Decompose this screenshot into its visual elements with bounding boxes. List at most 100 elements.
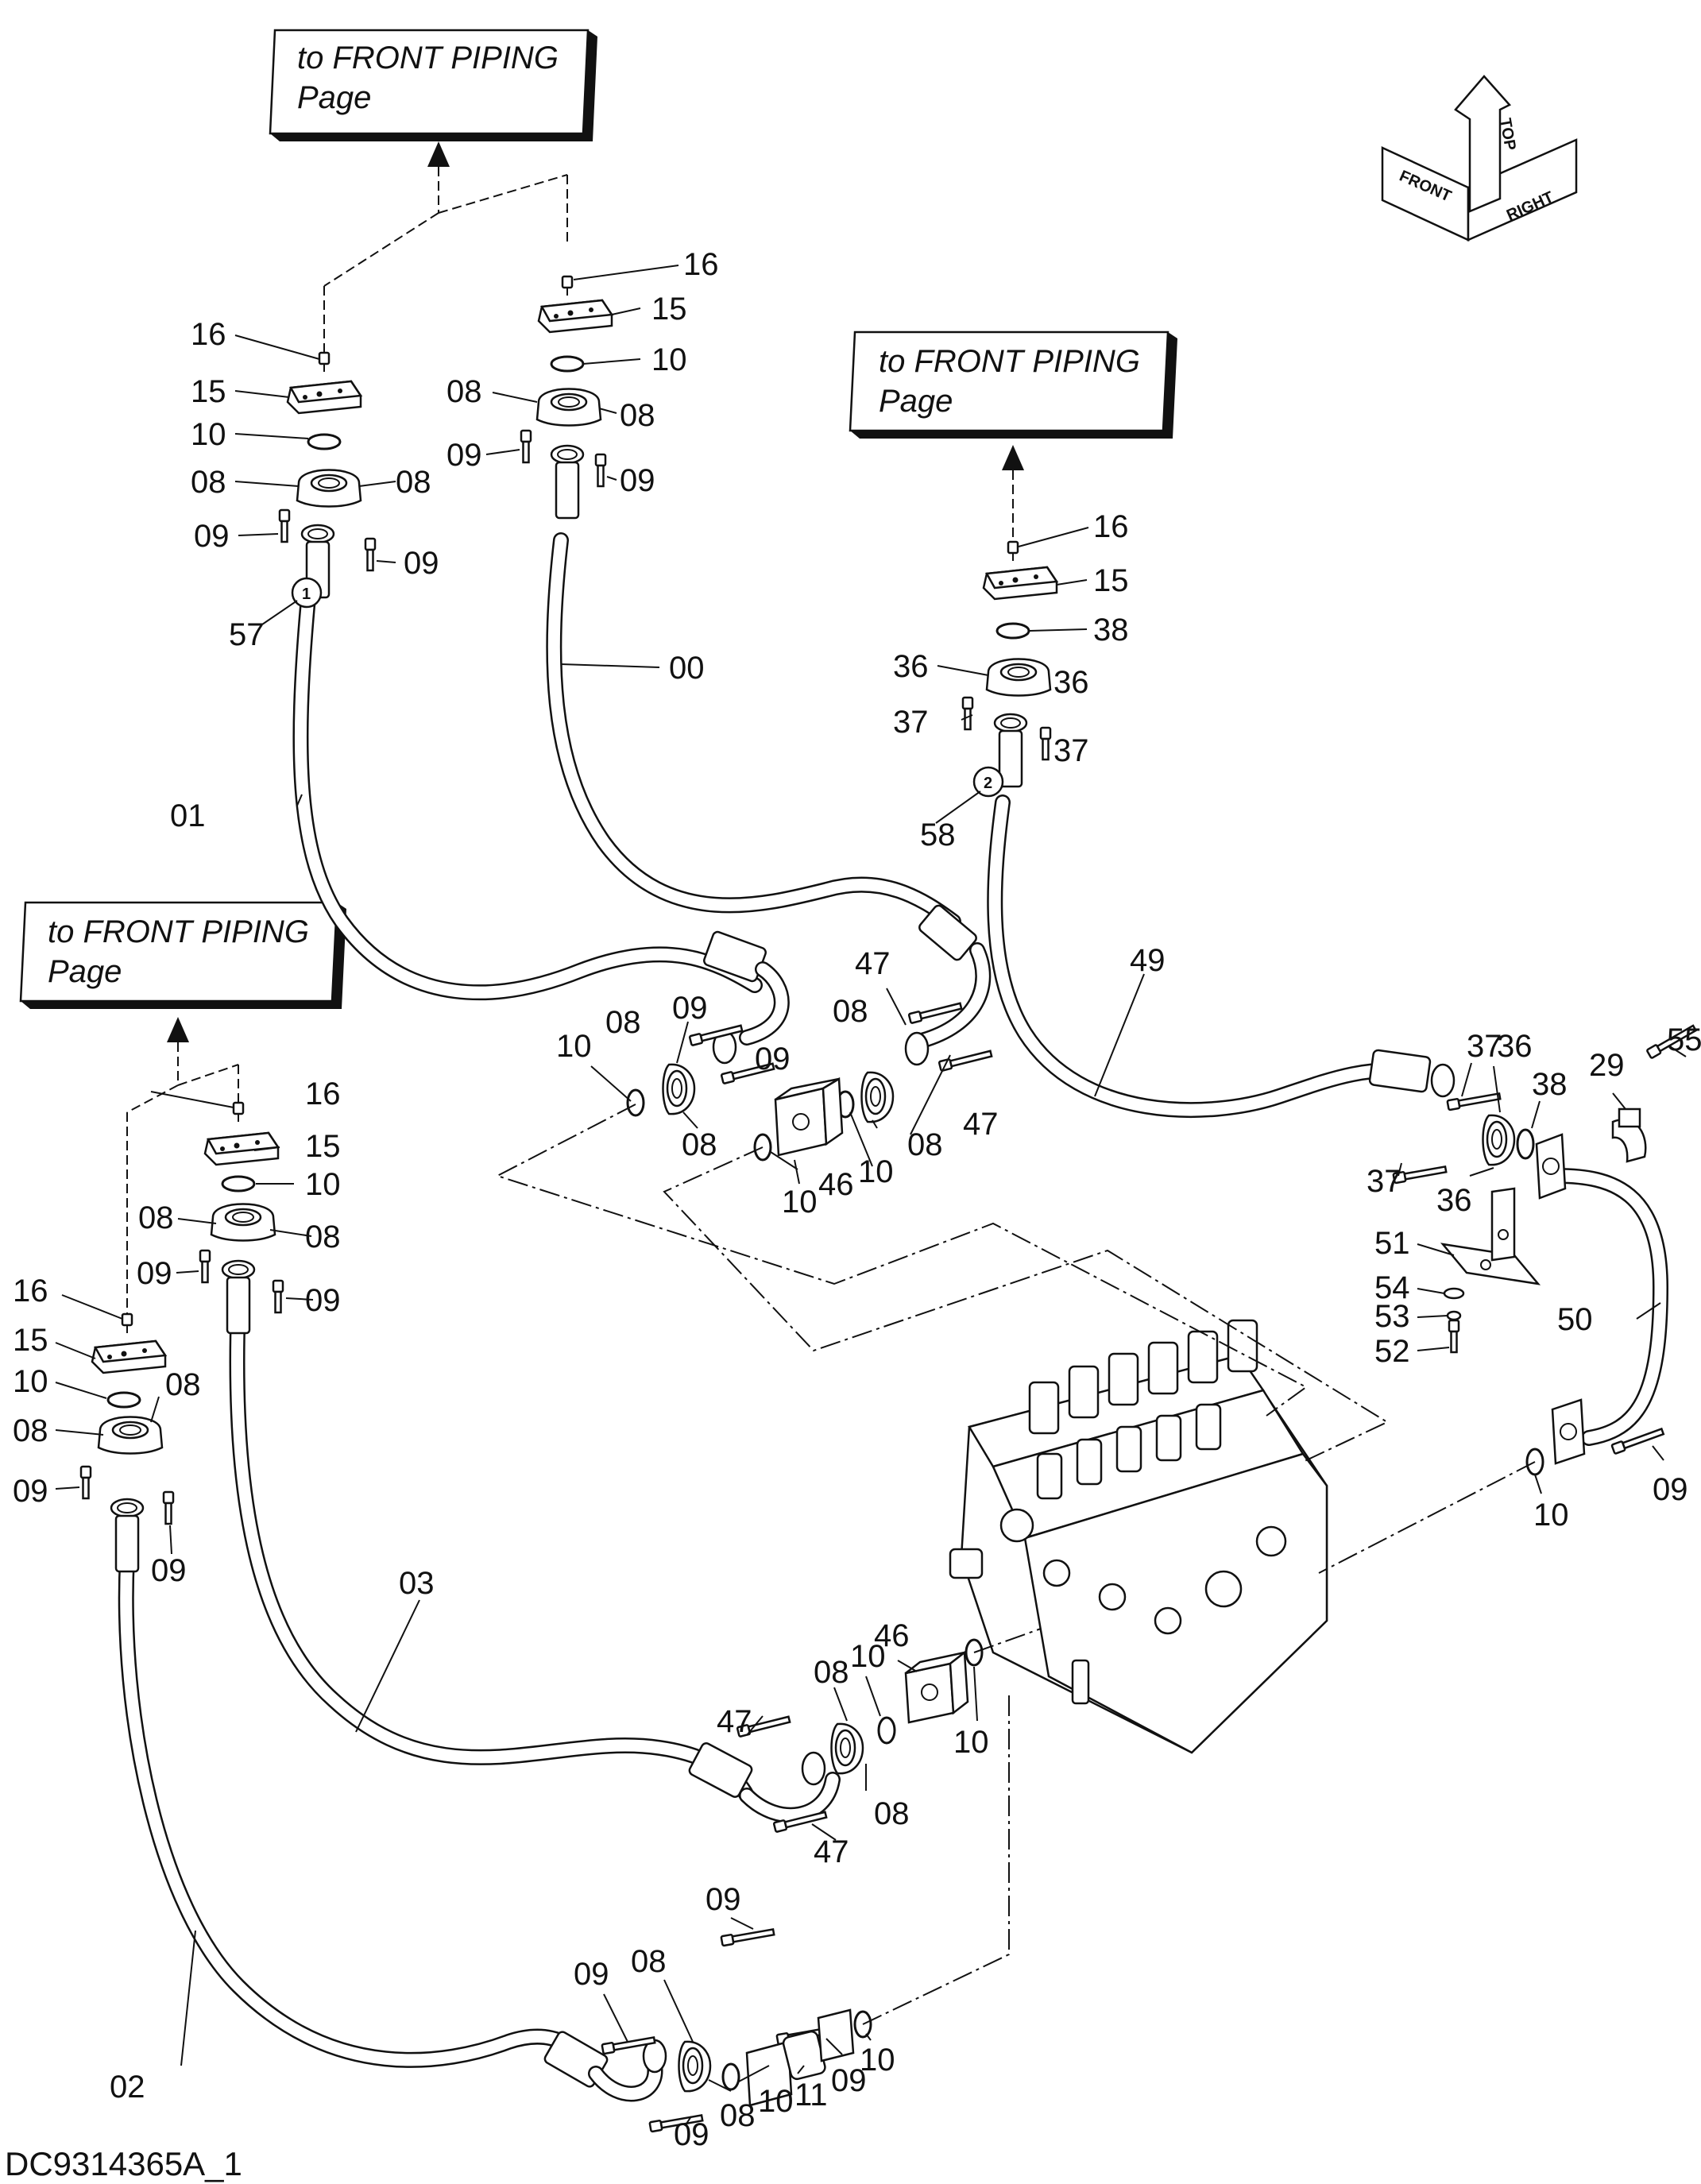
label-49: 49 (1130, 943, 1166, 978)
label-36: 36 (893, 649, 929, 684)
label-08: 08 (191, 465, 226, 500)
connection-lines (495, 1104, 1536, 2025)
label-47: 47 (814, 1834, 849, 1869)
tag-58: 2 (972, 766, 1004, 798)
hose-03[interactable] (229, 1295, 841, 1823)
screw-16-d (232, 1101, 245, 1123)
side-clamp-08-d (678, 2040, 712, 2093)
o-ring-10-a (307, 433, 342, 450)
label-47: 47 (717, 1704, 752, 1739)
label-10: 10 (1533, 1498, 1569, 1533)
washer-53 (1446, 1310, 1462, 1321)
flange-plate-15-b (537, 299, 613, 334)
label-08: 08 (833, 994, 868, 1029)
reference-box-top[interactable]: to FRONT PIPING Page (269, 29, 597, 141)
label-37: 37 (1367, 1164, 1402, 1199)
label-47: 47 (963, 1107, 999, 1142)
label-51: 51 (1374, 1226, 1410, 1261)
reference-box-top-line1: to FRONT PIPING (297, 41, 559, 75)
label-54: 54 (1374, 1270, 1410, 1305)
label-08: 08 (814, 1655, 849, 1690)
label-08: 08 (138, 1200, 174, 1235)
label-09: 09 (831, 2063, 867, 2098)
leader-lines (55, 265, 1687, 2127)
label-09: 09 (620, 463, 655, 498)
fitting-hose-00-top (550, 444, 585, 520)
label-08: 08 (874, 1796, 910, 1831)
bolt-37-c (1446, 1090, 1502, 1111)
arrow-up-left (126, 1017, 239, 1317)
label-58: 58 (920, 818, 956, 852)
reference-box-right-line1: to FRONT PIPING (879, 344, 1140, 379)
screw-16-b (561, 275, 574, 297)
label-09: 09 (755, 1042, 791, 1077)
hose-end-49 (1430, 1063, 1456, 1098)
bolt-09-d (594, 453, 607, 488)
label-01: 01 (170, 798, 206, 833)
label-03: 03 (399, 1566, 435, 1601)
label-16: 16 (305, 1077, 341, 1111)
o-ring-10-f (753, 1133, 772, 1162)
bolt-09-n (720, 1926, 775, 1947)
label-09: 09 (706, 1882, 741, 1917)
label-09: 09 (137, 1256, 172, 1291)
label-37: 37 (1467, 1029, 1502, 1064)
label-08: 08 (447, 374, 482, 409)
clamp-08-a (296, 469, 362, 508)
bolt-09-c (520, 429, 532, 464)
o-ring-10-j (965, 1638, 984, 1667)
label-08: 08 (396, 465, 431, 500)
clamp-08-b (535, 388, 602, 427)
label-08: 08 (13, 1413, 48, 1448)
reference-box-left-line1: to FRONT PIPING (48, 914, 309, 949)
label-11: 11 (794, 2078, 828, 2112)
reference-box-top-line2: Page (297, 80, 371, 115)
label-46: 46 (818, 1167, 854, 1202)
label-10: 10 (13, 1364, 48, 1399)
label-16: 16 (683, 247, 719, 282)
reference-box-left-line2: Page (48, 954, 122, 989)
label-52: 52 (1374, 1334, 1410, 1369)
diagram-id: DC9314365A_1 (5, 2145, 242, 2182)
label-10: 10 (850, 1639, 886, 1674)
reference-box-left[interactable]: to FRONT PIPING Page (19, 901, 346, 1009)
label-16: 16 (13, 1274, 48, 1308)
label-08: 08 (907, 1127, 943, 1162)
tag-57: 1 (291, 577, 323, 609)
label-10: 10 (782, 1185, 818, 1220)
hose-01[interactable] (292, 589, 790, 1046)
pipe-50[interactable] (1549, 1168, 1668, 1446)
flange-plate-15-a (286, 380, 362, 415)
reference-box-right-line2: Page (879, 384, 953, 419)
o-ring-10-c (221, 1175, 256, 1193)
arrow-up-right (1002, 445, 1024, 540)
screw-16-e (121, 1312, 133, 1335)
side-clamp-08-b (860, 1071, 895, 1123)
label-38: 38 (1093, 613, 1129, 647)
o-ring-10-e (626, 1088, 645, 1117)
part-labels: 16 15 10 08 08 09 09 57 16 15 10 08 08 0… (13, 247, 1701, 2152)
label-09: 09 (194, 519, 230, 554)
reference-box-right[interactable]: to FRONT PIPING Page (849, 330, 1177, 439)
fitting-hose-02-top (110, 1498, 145, 1573)
bolt-09-f (272, 1279, 284, 1314)
label-29: 29 (1589, 1048, 1625, 1083)
label-37: 37 (893, 705, 929, 740)
hose-00[interactable] (546, 532, 992, 1049)
label-50: 50 (1557, 1302, 1593, 1337)
label-10: 10 (305, 1167, 341, 1202)
hose-02[interactable] (118, 1549, 663, 2102)
hose-49[interactable] (987, 794, 1432, 1119)
label-38: 38 (1532, 1067, 1568, 1102)
label-15: 15 (191, 374, 226, 409)
flange-plate-15-c (982, 566, 1058, 601)
adapter-block-46-b (904, 1650, 969, 1724)
label-08: 08 (720, 2098, 756, 2133)
label-09: 09 (672, 991, 708, 1026)
side-clamp-08-c (830, 1722, 864, 1775)
screw-16-a (318, 351, 331, 373)
label-36: 36 (1497, 1029, 1533, 1064)
label-10: 10 (191, 417, 226, 452)
label-57: 57 (229, 617, 265, 652)
